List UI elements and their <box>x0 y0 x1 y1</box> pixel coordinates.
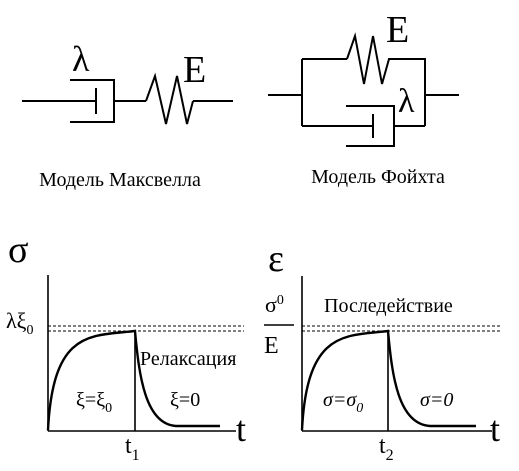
aftereffect-level-numerator-main: σ <box>265 292 277 317</box>
aftereffect-left-region-main: σ=σ <box>323 389 357 411</box>
maxwell-model: λ E Модель Максвелла <box>22 39 233 191</box>
voigt-spring-symbol: E <box>386 9 409 51</box>
relaxation-time-mark: t1 <box>125 433 140 464</box>
relaxation-level-label-main: λξ <box>6 308 27 333</box>
voigt-damper-piston <box>354 114 374 138</box>
voigt-model: E λ Модель Фойхта <box>268 9 459 188</box>
voigt-spring <box>346 32 393 85</box>
relaxation-left-region-label: ξ=ξ0 <box>76 389 112 416</box>
relaxation-right-region-label: ξ=0 <box>170 389 200 411</box>
aftereffect-time-mark-main: t <box>379 433 386 459</box>
maxwell-spring <box>145 72 194 125</box>
relaxation-curve <box>46 329 220 431</box>
aftereffect-curve <box>300 329 476 431</box>
maxwell-caption: Модель Максвелла <box>39 169 201 191</box>
aftereffect-level-numerator: σ0 <box>265 292 284 317</box>
aftereffect-x-axis-symbol: t <box>490 409 500 449</box>
aftereffect-time-mark-sub: 2 <box>386 447 394 464</box>
relaxation-left-region-main: ξ=ξ <box>76 389 105 411</box>
aftereffect-graph: ε t σ0 E Последействие σ=σ0 σ=0 t2 <box>264 238 500 464</box>
relaxation-graph: σ t λξ0 Релаксация ξ=ξ0 ξ=0 t1 <box>6 229 246 464</box>
aftereffect-time-mark: t2 <box>379 433 394 464</box>
voigt-damper-cylinder <box>346 105 395 147</box>
aftereffect-left-region-sub: 0 <box>356 401 363 416</box>
aftereffect-level-denominator: E <box>264 333 279 359</box>
voigt-caption: Модель Фойхта <box>311 166 445 188</box>
aftereffect-right-region-label: σ=0 <box>420 389 453 411</box>
aftereffect-level-numerator-sub: 0 <box>277 293 284 308</box>
aftereffect-y-axis-symbol: ε <box>268 238 284 280</box>
relaxation-time-mark-main: t <box>125 433 132 459</box>
voigt-frame <box>301 58 426 127</box>
relaxation-y-axis-symbol: σ <box>8 229 28 271</box>
aftereffect-annotation: Последействие <box>324 295 453 317</box>
relaxation-level-label: λξ0 <box>6 308 33 338</box>
relaxation-annotation: Релаксация <box>140 348 236 370</box>
relaxation-level-label-sub: 0 <box>26 323 33 338</box>
voigt-damper-symbol: λ <box>398 83 415 120</box>
aftereffect-left-region-label: σ=σ0 <box>323 389 363 416</box>
relaxation-x-axis-symbol: t <box>236 409 246 449</box>
relaxation-time-mark-sub: 1 <box>132 447 140 464</box>
maxwell-spring-symbol: E <box>183 49 206 91</box>
maxwell-damper-symbol: λ <box>72 39 90 79</box>
relaxation-left-region-sub: 0 <box>105 401 112 416</box>
